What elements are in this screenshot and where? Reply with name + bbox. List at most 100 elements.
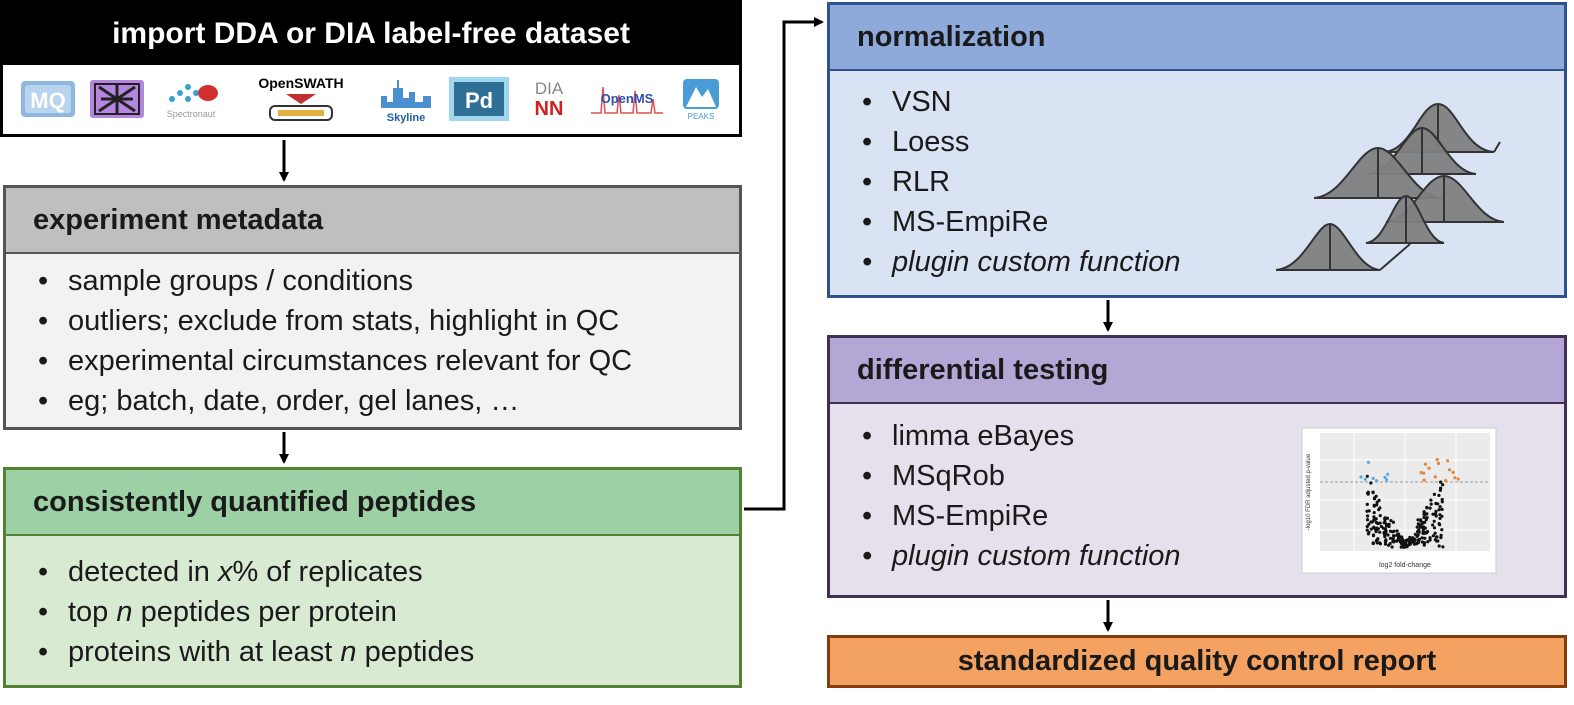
volcano-point [1456,477,1460,481]
volcano-point [1359,475,1363,479]
quantified-peptides-title: consistently quantified peptides [6,470,739,536]
volcano-point [1422,478,1426,482]
volcano-point [1366,460,1371,464]
volcano-point [1383,535,1387,539]
volcano-point [1431,523,1435,527]
volcano-point [1412,539,1416,543]
volcano-point [1371,541,1375,545]
differential-testing-box: differential testing limma eBayes MSqRob… [827,335,1567,598]
volcano-point [1365,474,1369,478]
volcano-point [1378,514,1382,518]
svg-text:OpenMS: OpenMS [601,91,654,106]
volcano-point [1423,462,1428,466]
volcano-xlabel: log2 fold-change [1379,562,1431,569]
volcano-point [1388,529,1393,533]
volcano-point [1378,542,1382,546]
volcano-point [1425,505,1429,509]
volcano-point [1372,515,1376,519]
volcano-point [1404,538,1408,543]
volcano-point [1440,528,1444,532]
volcano-point [1372,503,1376,507]
volcano-point [1447,468,1452,472]
volcano-point [1399,545,1403,549]
volcano-point [1428,506,1432,510]
differential-method: MSqRob [856,456,1564,496]
volcano-point [1389,519,1393,523]
svg-text:Pd: Pd [465,88,493,113]
volcano-point [1433,531,1437,535]
volcano-point [1433,475,1437,479]
normalization-method: MS-EmpiRe [856,202,1564,242]
volcano-point [1432,519,1436,523]
volcano-point [1439,533,1443,538]
volcano-point [1366,514,1370,518]
volcano-point [1384,532,1388,536]
quality-control-report-title: standardized quality control report [957,645,1437,677]
volcano-point [1431,534,1435,538]
volcano-point [1390,545,1394,549]
proteome-discoverer-logo: Pd [448,76,510,122]
volcano-point [1418,525,1423,529]
volcano-point [1444,478,1448,483]
svg-text:NN: NN [534,98,563,120]
volcano-point [1372,510,1376,515]
volcano-point [1436,502,1440,506]
volcano-point [1441,545,1445,549]
experiment-metadata-title: experiment metadata [6,188,739,254]
metadata-item: sample groups / conditions [32,261,739,301]
volcano-point [1422,543,1426,547]
volcano-point [1401,542,1405,546]
volcano-point [1384,524,1389,528]
volcano-point [1441,483,1445,487]
svg-text:MQ: MQ [30,88,65,113]
volcano-point [1406,539,1410,543]
volcano-point [1422,510,1426,514]
volcano-point [1402,545,1406,549]
quality-control-report-box: standardized quality control report [827,635,1567,688]
volcano-point [1423,536,1427,540]
volcano-point [1440,500,1444,504]
volcano-point [1408,542,1412,546]
volcano-point [1392,529,1396,533]
volcano-point [1369,527,1373,531]
volcano-point [1373,496,1377,500]
volcano-point [1384,538,1388,542]
volcano-point [1365,518,1370,522]
volcano-point [1420,536,1424,540]
volcano-point [1391,537,1395,541]
volcano-point [1372,525,1376,529]
volcano-point [1433,512,1438,516]
peptide-filter-item: top n peptides per protein [32,592,739,632]
volcano-point [1440,497,1444,502]
arrow-peptides-to-normalization [744,17,824,511]
volcano-point [1363,477,1367,481]
metadata-item-continuation: eg; batch, date, order, gel lanes, … [32,381,739,421]
volcano-point [1366,492,1370,496]
volcano-point [1369,481,1373,485]
volcano-point [1417,522,1421,526]
metadata-item: experimental circumstances relevant for … [32,341,739,381]
volcano-point [1385,478,1389,482]
volcano-point [1437,544,1441,548]
metadata-item: outliers; exclude from stats, highlight … [32,301,739,341]
volcano-point [1451,470,1455,474]
volcano-point [1401,539,1405,543]
volcano-point [1415,534,1419,538]
peptide-filter-item: proteins with at least n peptides [32,632,739,672]
volcano-point [1388,536,1393,541]
volcano-ylabel: -log10 FDR adjusted p-value [1306,453,1312,530]
normalization-method: VSN [856,82,1564,122]
volcano-point [1365,502,1369,506]
volcano-point [1378,530,1382,534]
volcano-point [1422,515,1426,520]
normalization-method-custom: plugin custom function [856,242,1564,282]
volcano-point [1437,522,1441,526]
volcano-point [1431,512,1435,516]
volcano-point [1429,498,1433,502]
volcano-point [1365,509,1369,513]
svg-text:Spectronaut: Spectronaut [167,109,216,119]
volcano-point [1423,520,1427,524]
volcano-point [1378,521,1382,525]
